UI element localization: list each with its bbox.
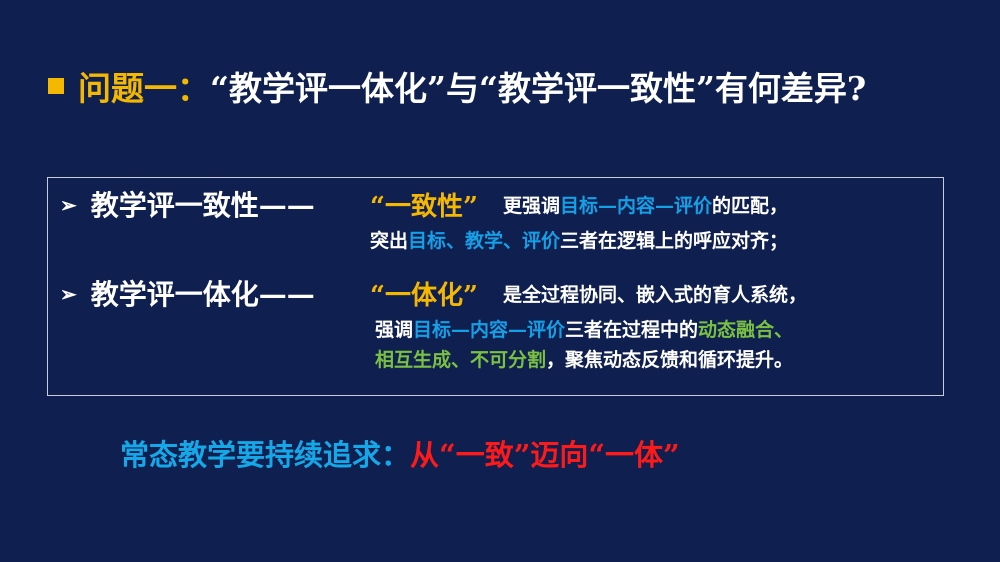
title-prefix: 问题一： <box>78 69 210 108</box>
conclusion-lead: 常态教学要持续追求： <box>120 438 411 472</box>
text-segment: 目标、教学、评价 <box>408 230 561 252</box>
arrow-bullet-icon: ➢ <box>60 193 77 217</box>
term: 教学评一体化—— <box>90 278 315 311</box>
text-segment: 更强调 <box>503 195 561 217</box>
text-segment: 相互生成、不可分割 <box>375 349 547 371</box>
conclusion: 常态教学要持续追求：从“一致”迈向“一体” <box>120 432 680 474</box>
text-segment: 目标—内容—评价 <box>560 195 713 217</box>
item-consistency-heading: ➢ 教学评一致性—— <box>60 184 315 224</box>
square-bullet-icon <box>48 78 64 94</box>
arrow-bullet-icon: ➢ <box>60 282 77 306</box>
conclusion-highlight: 从“一致”迈向“一体” <box>410 438 680 472</box>
text-segment: 三者在逻辑上的呼应对齐； <box>560 230 789 252</box>
text-segment: 强调 <box>375 319 414 341</box>
quote-integration: “一体化” <box>370 281 478 311</box>
term: 教学评一致性—— <box>90 189 315 222</box>
item-integration-heading: ➢ 教学评一体化—— <box>60 273 315 313</box>
comparison-box: ➢教学评一致性—— “一致性” 更强调目标—内容—评价的匹配， 突出目标、教学、… <box>47 177 944 396</box>
text-segment: ，聚焦动态反馈和循环提升。 <box>546 349 794 371</box>
desc-line: 更强调目标—内容—评价的匹配， <box>503 191 788 218</box>
desc-line: 是全过程协同、嵌入式的育人系统， <box>503 280 807 307</box>
text-segment: 目标—内容—评价 <box>413 319 566 341</box>
desc-line: 强调目标—内容—评价三者在过程中的动态融合、 <box>375 315 793 342</box>
desc-line: 突出目标、教学、评价三者在逻辑上的呼应对齐； <box>370 226 788 253</box>
desc-line: 相互生成、不可分割，聚焦动态反馈和循环提升。 <box>375 345 793 372</box>
quote-consistency: “一致性” <box>370 192 478 222</box>
text-segment: 三者在过程中的 <box>565 319 699 341</box>
text-segment: 突出 <box>370 230 409 252</box>
text-segment: 是全过程协同、嵌入式的育人系统， <box>503 284 808 306</box>
text-segment: 的匹配， <box>712 195 789 217</box>
title-main: “教学评一体化”与“教学评一致性”有何差异? <box>210 69 867 108</box>
text-segment: 动态融合、 <box>698 319 794 341</box>
slide-title: 问题一： “教学评一体化”与“教学评一致性”有何差异? <box>48 62 866 110</box>
